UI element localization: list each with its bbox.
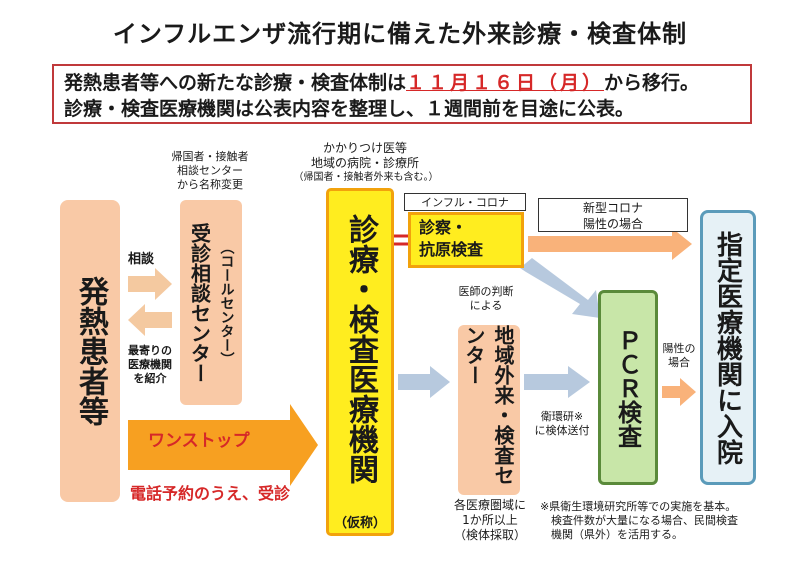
onestop-label: ワンストップ — [148, 431, 250, 451]
doctor-judgement-arrow — [520, 258, 600, 318]
notice-line1: 発熱患者等への新たな診療・検査体制は１１月１６日（月）から移行。 — [64, 70, 740, 96]
exam-line1: 診察・ — [419, 218, 468, 237]
corona-positive-arrow — [528, 228, 692, 260]
send-sample-arrow — [524, 366, 590, 398]
consult-center-sub: （コールセンター） — [218, 239, 235, 366]
clinic-sub: （仮称） — [333, 516, 386, 531]
onestop-arrow — [128, 404, 318, 486]
refer-label: 最寄りの 医療機関 を紹介 — [128, 344, 172, 385]
notice-line2: 診療・検査医療機関は公表内容を整理し、１週間前を目途に公表。 — [64, 98, 635, 120]
page-title: インフルエンザ流行期に備えた外来診療・検査体制 — [112, 20, 688, 48]
patient-box: 発熱患者等 — [60, 200, 120, 502]
pcr-box: ＰＣＲ検査 — [598, 290, 658, 485]
exam-line2: 抗原検査 — [419, 240, 484, 259]
consult-center-label: 受診相談センター — [187, 222, 212, 383]
clinic-caption-3: （帰国者・接触者外来も含む。） — [293, 172, 439, 183]
local-center-caption: 各医療圏域に 1か所以上 （検体採取） — [453, 498, 526, 542]
doctor-judgement-label: 医師の判断 による — [458, 285, 514, 312]
local-center-box: 地域外来・検査センター — [458, 325, 520, 495]
refer-arrow — [128, 304, 172, 336]
exam-tag: インフル・コロナ — [404, 193, 526, 211]
corona-positive-box: 新型コロナ 陽性の場合 — [538, 198, 688, 232]
pcr-positive-arrow — [662, 378, 696, 406]
exam-box: 診察・ 抗原検査 — [408, 212, 524, 268]
send-sample-label: 衛環研※ に検体送付 — [534, 410, 590, 437]
consult-center-box: 受診相談センター （コールセンター） — [180, 200, 242, 405]
consult-label: 相談 — [128, 252, 155, 267]
clinic-caption-2: 地域の病院・診療所 — [310, 156, 419, 170]
corona-positive-line2: 陽性の場合 — [582, 217, 643, 231]
consult-arrow — [128, 268, 172, 300]
pcr-positive-label: 陽性の 場合 — [662, 342, 696, 369]
consult-center-caption: 帰国者・接触者 相談センター から名称変更 — [171, 150, 249, 191]
corona-positive-line1: 新型コロナ — [582, 201, 643, 215]
phone-label: 電話予約のうえ、受診 — [130, 484, 291, 503]
hospital-box: 指定医療機関に入院 — [700, 210, 756, 485]
notice-line1-pre: 発熱患者等への新たな診療・検査体制は — [64, 72, 407, 94]
clinic-box: 診療・検査医療機関 — [326, 188, 394, 536]
notice-box: 発熱患者等への新たな診療・検査体制は１１月１６日（月）から移行。 診療・検査医療… — [52, 64, 752, 124]
notice-line1-post: から移行。 — [604, 72, 700, 94]
footnote: ※県衛生環境研究所等での実施を基本。 検査件数が大量になる場合、民間検査 機関（… — [540, 500, 738, 541]
notice-date: １１月１６日（月） — [406, 72, 605, 94]
clinic-to-local-arrow — [398, 366, 450, 398]
clinic-caption-1: かかりつけ医等 — [322, 141, 408, 155]
